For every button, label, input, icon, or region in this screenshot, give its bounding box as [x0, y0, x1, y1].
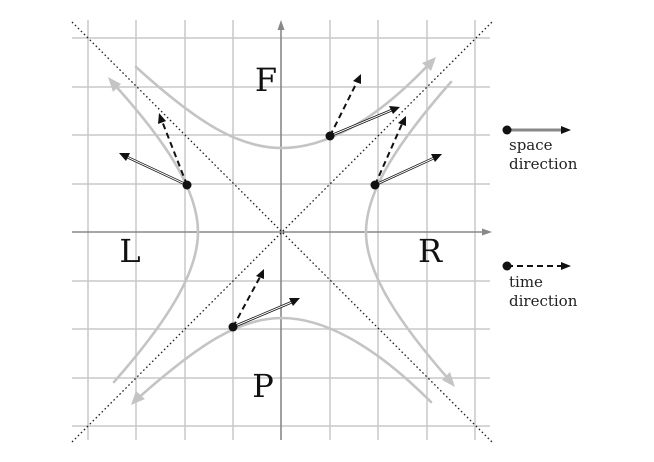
event-left: [119, 113, 192, 190]
region-label-past: P: [252, 367, 274, 405]
time-vector-past: [232, 276, 261, 328]
hyperbola-past-arrowhead: [131, 391, 145, 405]
legend-time-label-line1: time: [509, 273, 543, 291]
vertical-axis-arrowhead: [277, 20, 285, 30]
hyperbola-left-arrowhead: [108, 77, 121, 92]
axes: [72, 20, 492, 440]
hyperbolas: [108, 57, 455, 405]
hyperbola-right-arrowhead: [442, 372, 455, 387]
legend-time-point: [502, 261, 512, 271]
legend-space: space direction: [502, 125, 578, 173]
region-label-future: F: [255, 61, 277, 99]
hyperbola-past: [134, 316, 433, 404]
hyperbola-left: [110, 80, 200, 384]
event-future: [325, 74, 400, 141]
time-vector-right: [374, 123, 403, 186]
horizontal-axis-arrowhead: [482, 228, 492, 236]
legend-space-label-line2: direction: [509, 155, 578, 173]
event-point-past: [228, 322, 238, 332]
events: [119, 74, 442, 332]
event-point-right: [370, 180, 380, 190]
event-point-future: [325, 131, 335, 141]
legend-space-label-line1: space: [509, 136, 553, 154]
event-right: [370, 116, 442, 190]
legend-space-point: [502, 125, 512, 135]
hyperbola-future: [134, 60, 433, 150]
hyperbola-future-arrowhead: [422, 57, 436, 71]
event-past: [228, 269, 300, 332]
hyperbola-right: [364, 80, 453, 384]
legend-time: time direction: [502, 261, 578, 310]
region-label-left: L: [119, 232, 140, 270]
event-point-left: [182, 180, 192, 190]
region-label-right: R: [418, 232, 443, 270]
time-vector-left: [161, 120, 188, 186]
legend-time-label-line2: direction: [509, 292, 578, 310]
time-vector-future: [329, 81, 358, 137]
